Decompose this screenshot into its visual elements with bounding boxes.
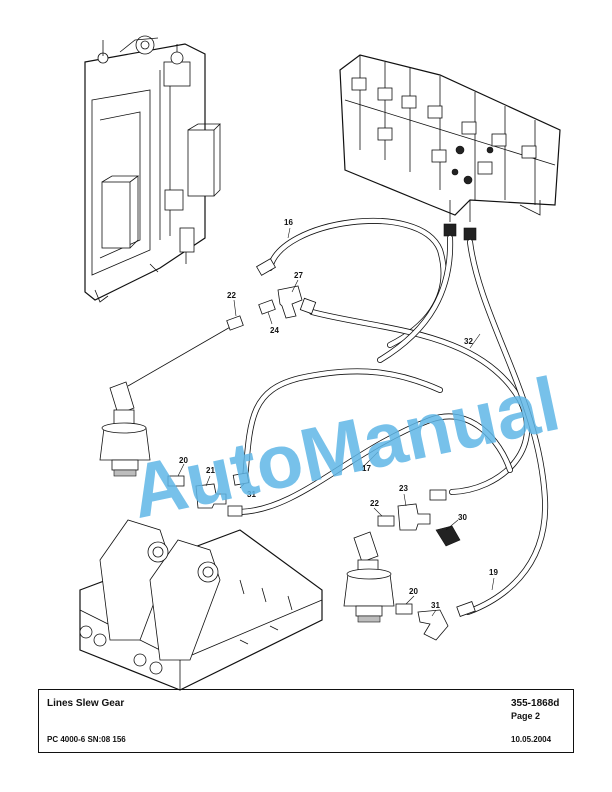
- control-valve-block: [339, 54, 561, 241]
- tank-assembly: [84, 35, 221, 303]
- title-block: Lines Slew Gear 355-1868d Page 2 PC 4000…: [38, 689, 574, 753]
- pilot-valve-right: [343, 531, 395, 623]
- pilot-line: [127, 325, 233, 387]
- hose-17: [237, 413, 513, 515]
- callout-22-upper: 22: [227, 291, 236, 300]
- callout-27: 27: [294, 271, 303, 280]
- callout-31-left: 31: [247, 490, 256, 499]
- callout-20-right: 20: [409, 587, 418, 596]
- callout-23: 23: [399, 484, 408, 493]
- callout-32: 32: [464, 337, 473, 346]
- document-number: 355-1868d: [511, 698, 560, 709]
- callout-31-right: 31: [431, 601, 440, 610]
- leader-lines: [177, 227, 495, 617]
- callout-30: 30: [458, 513, 467, 522]
- slew-gear-frame: [79, 519, 323, 691]
- drawing-title: Lines Slew Gear: [47, 698, 125, 709]
- callout-20-left: 20: [179, 456, 188, 465]
- fitting-group-lower-left: [167, 472, 250, 517]
- hose-32: [309, 309, 530, 495]
- pilot-valve-left: [99, 381, 151, 477]
- fitting-group-right: [377, 489, 461, 547]
- callout-21: 21: [206, 466, 215, 475]
- callout-22-right: 22: [370, 499, 379, 508]
- callout-19: 19: [489, 568, 498, 577]
- fitting-group-upper: [226, 258, 317, 331]
- drawing-date: 10.05.2004: [511, 735, 552, 744]
- machine-model: PC 4000-6 SN:08 156: [47, 735, 126, 744]
- callout-16: 16: [284, 218, 293, 227]
- callout-24: 24: [270, 326, 279, 335]
- hose-from-valve-a: [377, 235, 454, 363]
- hose-31-upper: [242, 368, 443, 483]
- watermark-text: AutoManual: [124, 361, 567, 535]
- callouts: 16 27 22 24 32 20 21 17 31 22 23 30 20 3…: [179, 218, 498, 610]
- hose-19: [465, 239, 549, 615]
- page-number: Page 2: [511, 711, 541, 721]
- fitting-group-lower-right: [395, 601, 476, 641]
- callout-17: 17: [362, 464, 371, 473]
